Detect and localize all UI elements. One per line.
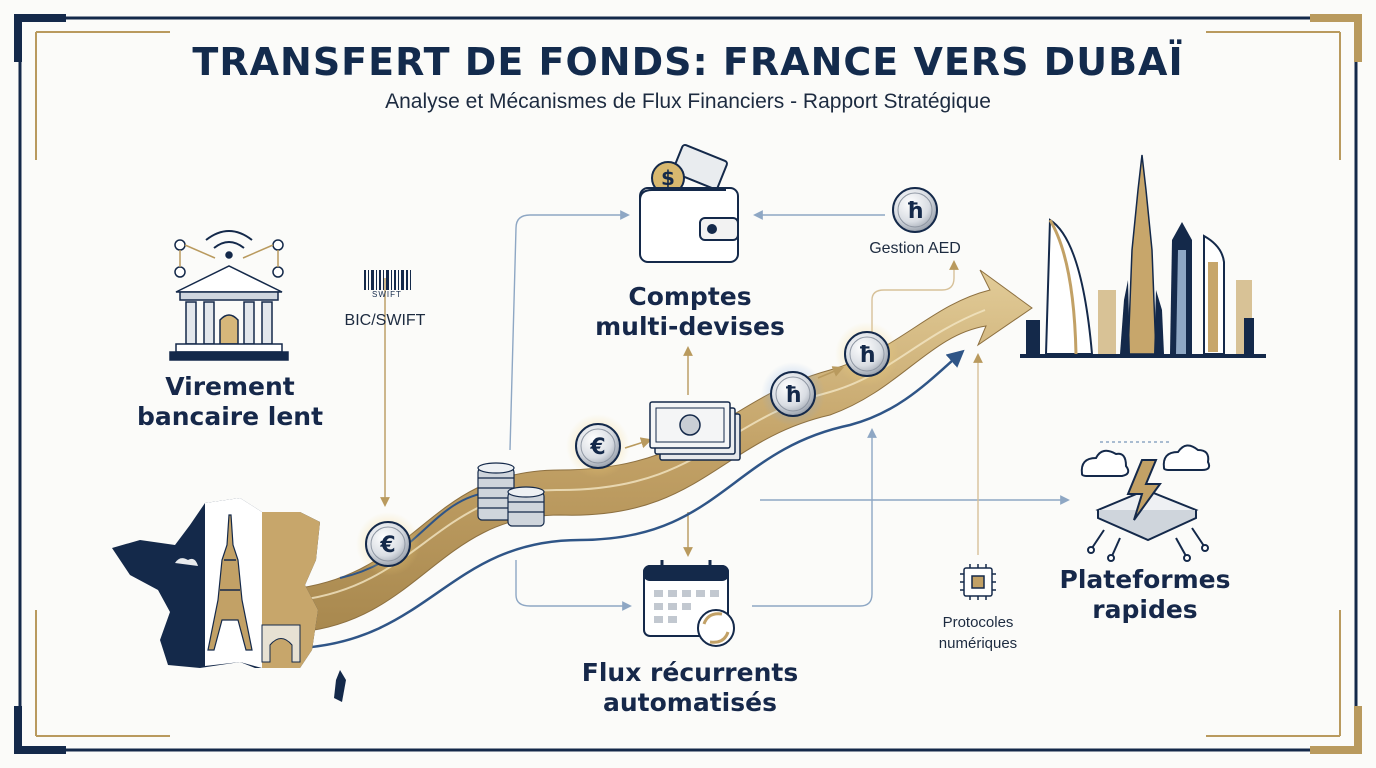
bank-transfer-label-line1: Virement [165, 372, 295, 401]
euro-coin-icon: € [365, 521, 411, 567]
dollar-symbol: $ [661, 166, 675, 190]
wallet-icon: $ [639, 144, 739, 263]
barcode-icon [364, 270, 411, 290]
banknotes-icon [649, 401, 741, 461]
fast-platforms-label-line2: rapides [1092, 595, 1198, 624]
fast-platforms-label-line1: Plateformes [1059, 565, 1231, 594]
dirham-coin-icon: ħ [770, 371, 816, 417]
dirham-symbol: ħ [906, 199, 923, 224]
digital-protocols-label-line2: numériques [938, 635, 1018, 652]
main-flow-ribbon [299, 269, 1033, 650]
barcode-text: SWIFT [372, 290, 402, 299]
digital-protocols-label: Protocoles numériques [908, 612, 1048, 654]
dirham-symbol: ħ [784, 383, 801, 408]
digital-protocols-label-line1: Protocoles [942, 614, 1014, 631]
bic-swift-label: BIC/SWIFT [344, 312, 426, 329]
dubai-skyline-icon [1020, 154, 1266, 358]
calendar-sync-icon [643, 560, 735, 647]
bank-transfer-label-line2: bancaire lent [136, 402, 324, 431]
page-title: TRANSFERT DE FONDS: FRANCE VERS DUBAÏ [192, 40, 1184, 84]
recurring-flows-label-line1: Flux récurrents [581, 658, 799, 687]
cloud-server-icon [1080, 444, 1211, 562]
decorative-frame [14, 14, 1362, 754]
multi-currency-label-line2: multi-devises [595, 312, 785, 341]
fast-platforms-label: Plateformes rapides [1040, 565, 1250, 625]
multi-currency-accounts-label: Comptes multi-devises [580, 282, 800, 342]
bank-transfer-label: Virement bancaire lent [130, 372, 330, 432]
bank-icon [169, 230, 289, 361]
euro-coin-icon: € [575, 423, 621, 469]
multi-currency-label-line1: Comptes [628, 282, 752, 311]
dirham-symbol: ħ [858, 343, 875, 368]
recurring-flows-label-line2: automatisés [603, 688, 777, 717]
dirham-coin-icon: ħ [844, 331, 890, 377]
connector-arrows [380, 210, 1170, 611]
euro-symbol: € [589, 435, 605, 460]
recurring-flows-label: Flux récurrents automatisés [570, 658, 810, 718]
coin-stack-icon [477, 462, 545, 527]
chip-icon [960, 564, 996, 600]
aed-management-label: Gestion AED [869, 240, 961, 257]
dirham-coin-icon: ħ [892, 187, 938, 233]
france-map-icon [112, 498, 346, 702]
euro-symbol: € [379, 533, 395, 558]
page-subtitle: Analyse et Mécanismes de Flux Financiers… [385, 90, 991, 113]
